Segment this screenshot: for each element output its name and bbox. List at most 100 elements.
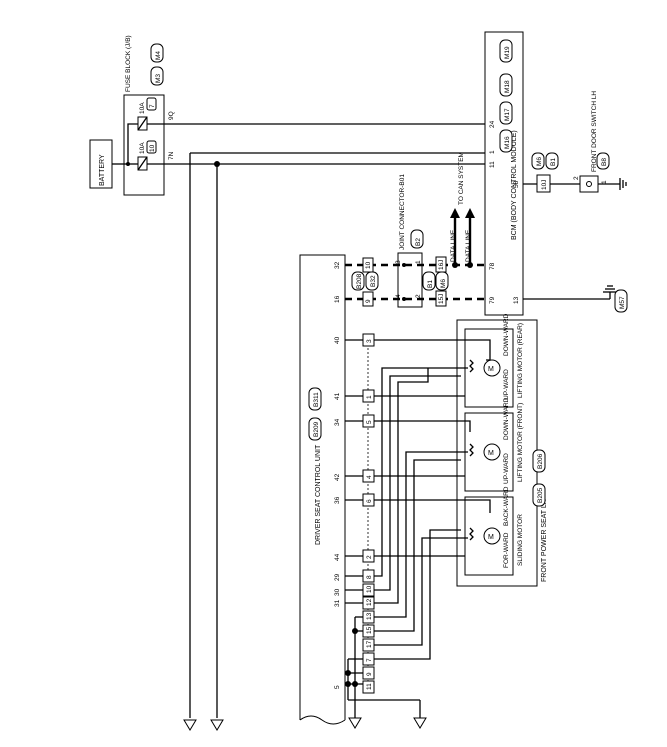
seat-control-unit-label: DRIVER SEAT CONTROL UNIT [315, 444, 322, 545]
bcm-connector-m19: M19 [504, 46, 511, 59]
door-pin: 1 [601, 180, 608, 184]
svg-text:5: 5 [366, 420, 373, 424]
svg-text:17: 17 [366, 640, 373, 648]
scu-pin: 29 [334, 573, 341, 581]
svg-text:UP-WARD: UP-WARD [503, 369, 510, 400]
lifting-front-label: LIFTING MOTOR (FRONT) [517, 403, 524, 482]
scu-pin: 40 [334, 336, 341, 344]
power-seat-connector-b206: B206 [537, 453, 544, 469]
svg-text:M: M [488, 534, 494, 541]
svg-text:12: 12 [366, 598, 373, 606]
bcm-pin: 11 [489, 161, 496, 168]
bcm-pin: 1 [489, 150, 496, 154]
svg-text:11: 11 [366, 683, 373, 690]
svg-text:1: 1 [366, 395, 373, 399]
scu-pin: 32 [334, 261, 341, 269]
joint-connector-id: B2 [415, 238, 422, 246]
jc-pin: 4 [395, 294, 402, 298]
fuse-block: 10A 7 10A 10 FUSE BLOCK (J/B) M4 M3 [123, 35, 165, 196]
ground-arrow-icon [348, 717, 362, 729]
can-system-label: TO CAN SYSTEM [458, 152, 465, 205]
ground-arrow-icon [210, 719, 224, 731]
svg-text:M: M [488, 450, 494, 457]
sliding-label: SLIDING MOTOR [517, 514, 524, 566]
door-pin: 2 [573, 176, 580, 180]
fuse-block-connector-1: M4 [155, 51, 162, 60]
svg-text:BACK-WARD: BACK-WARD [503, 486, 510, 526]
door-connector-m6: M6 [536, 157, 543, 166]
wire-code-9q: 9Q [168, 111, 175, 120]
front-door-switch: 2 1 FRONT DOOR SWITCH LH B8 [573, 91, 610, 193]
jc-pin: 2 [415, 294, 422, 298]
fuse-2-rating: 10A [139, 142, 146, 154]
svg-text:8: 8 [366, 575, 373, 579]
fuse-1-rating: 10A [139, 102, 146, 114]
harness-connector-b32: B32 [370, 275, 377, 287]
harness-pin: 10 [365, 261, 372, 269]
door-switch-connector: B8 [601, 158, 608, 166]
jc-pin: 1 [415, 260, 422, 264]
seat-connector: 3 1 5 4 6 2 8 10 12 13 15 17 7 9 11 [362, 333, 375, 694]
svg-text:10: 10 [366, 585, 373, 593]
harness-connector-b208: B208 [356, 273, 363, 289]
lifting-rear-label: LIFTING MOTOR (REAR) [517, 323, 524, 398]
svg-text:15: 15 [366, 626, 373, 634]
svg-text:UP-WARD: UP-WARD [503, 453, 510, 484]
svg-text:FOR-WARD: FOR-WARD [503, 532, 510, 568]
ground-arrow-icon [183, 719, 197, 731]
pin-15j: 15J [438, 294, 445, 304]
svg-text:3: 3 [366, 339, 373, 343]
svg-text:DOWN-WARD: DOWN-WARD [503, 397, 510, 440]
scu-pin: 31 [334, 599, 341, 607]
ground-arrow-icon [413, 717, 427, 729]
svg-text:6: 6 [366, 499, 373, 503]
battery-label: BATTERY [99, 154, 106, 186]
jc-pin: 3 [395, 260, 402, 264]
scu-pin: 30 [334, 588, 341, 596]
pin-16j: 16J [438, 260, 445, 270]
joint-connector-label: JOINT CONNECTOR-B01 [399, 174, 406, 250]
fuse-block-label: FUSE BLOCK (J/B) [125, 35, 132, 92]
door-switch-label: FRONT DOOR SWITCH LH [591, 91, 598, 172]
svg-text:13: 13 [366, 612, 373, 620]
front-power-seat: FRONT POWER SEAT LH B205 B206 M UP-WARD … [456, 313, 548, 587]
svg-text:9: 9 [366, 672, 373, 676]
fuse-block-connector-2: M3 [155, 74, 162, 83]
bcm-label: BCM (BODY CONTROL MODULE) [511, 130, 518, 240]
bcm-connector-m18: M18 [504, 80, 511, 93]
pin-10j: 10J [541, 180, 548, 190]
joint-connector: 3 1 4 2 JOINT CONNECTOR-B01 B2 [395, 174, 424, 308]
svg-text:2: 2 [366, 555, 373, 559]
scu-pin: 44 [334, 553, 341, 561]
scu-pin: 16 [334, 295, 341, 303]
bcm-pin: 58 [513, 180, 520, 188]
scu-pin: 34 [334, 418, 341, 426]
bcm-connector-m16: M16 [504, 136, 511, 149]
can-connector-b1: B1 [427, 280, 434, 288]
battery: BATTERY [89, 139, 113, 189]
can-connector-m6: M6 [440, 279, 447, 288]
scu-pin: 42 [334, 473, 341, 481]
data-line-label: DATA LINE [465, 229, 472, 262]
svg-text:7: 7 [366, 658, 373, 662]
scu-pin: 41 [334, 392, 341, 400]
bcm-pin: 24 [489, 120, 496, 128]
fuse-1-number: 7 [149, 104, 156, 108]
door-connector-b1: B1 [550, 158, 557, 166]
bcm-pin: 13 [513, 296, 520, 304]
svg-text:4: 4 [366, 475, 373, 479]
scu-pin: 36 [334, 496, 341, 504]
power-seat-label: FRONT POWER SEAT LH [541, 499, 548, 582]
bcm: BCM (BODY CONTROL MODULE) M19 M18 M17 M1… [484, 31, 524, 316]
bcm-pin: 78 [489, 262, 496, 270]
svg-text:DOWN-WARD: DOWN-WARD [503, 313, 510, 356]
svg-text:M: M [488, 366, 494, 373]
scu-connector-b311: B311 [313, 392, 320, 407]
scu-pin: 5 [334, 685, 341, 689]
bcm-connector-m17: M17 [504, 108, 511, 121]
wire-code-7n: 7N [168, 151, 175, 160]
bcm-pin: 79 [489, 296, 496, 304]
motor-harness [374, 339, 491, 660]
fuse-2-number: 10 [149, 144, 156, 152]
